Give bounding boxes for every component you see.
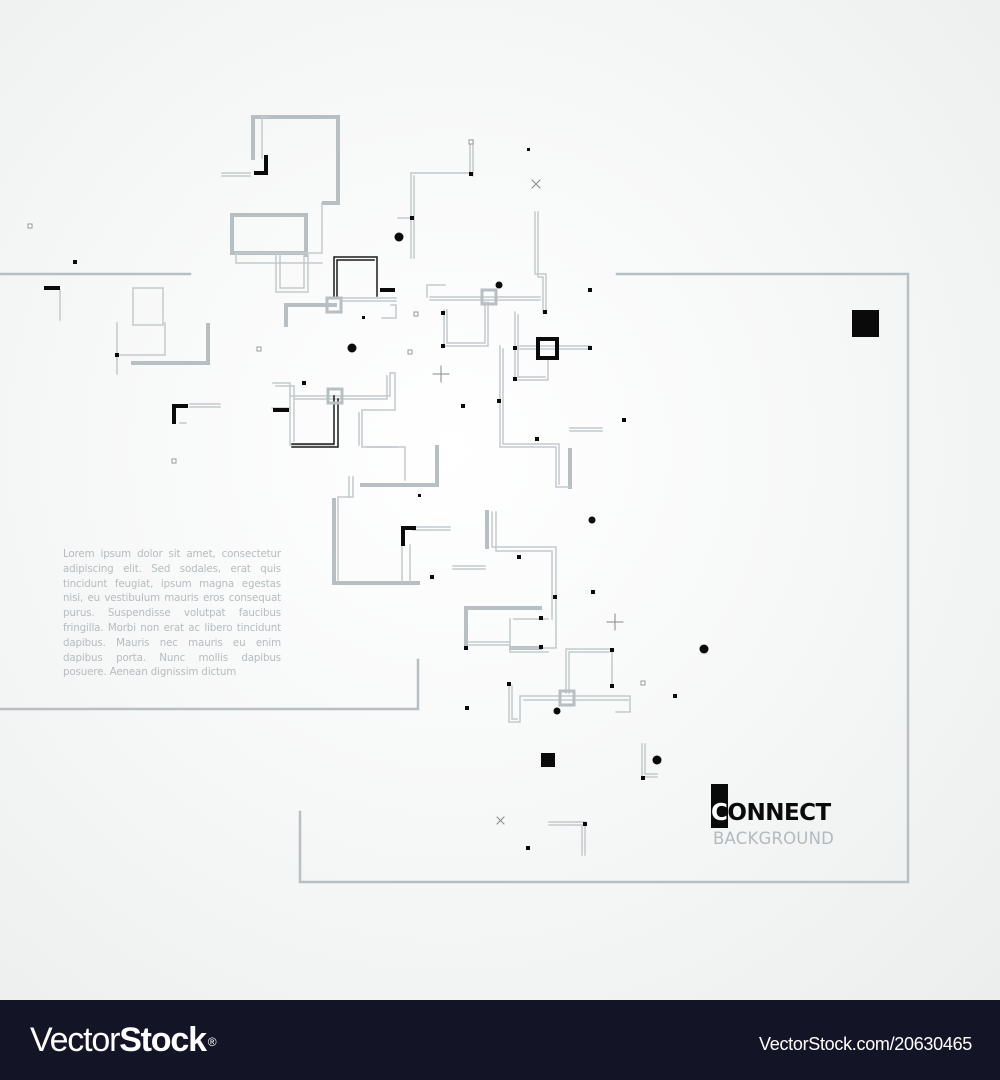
image-reference-link[interactable]: VectorStock.com/20630465 [759, 1034, 972, 1054]
lorem-ipsum-paragraph: Lorem ipsum dolor sit amet, consectetur … [63, 548, 281, 679]
frame-lines [0, 272, 910, 884]
watermark-footer: VectorStock® VectorStock.com/20630465 [0, 1000, 1000, 1080]
brand-bold: Stock [119, 1021, 207, 1059]
logo-first-letter: C [711, 800, 728, 826]
logo-title-rest: ONNECT [727, 800, 831, 826]
logo-title: CONNECT [711, 799, 831, 827]
vectorstock-logo[interactable]: VectorStock® [30, 1020, 217, 1060]
circuit-lines-graphic [0, 115, 910, 884]
brand-light: Vector [30, 1021, 120, 1059]
logo-subtitle: BACKGROUND [713, 829, 835, 848]
artwork-canvas: Lorem ipsum dolor sit amet, consectetur … [0, 0, 1000, 1000]
logo-black-bar [711, 784, 728, 828]
registered-mark-icon: ® [207, 1035, 217, 1049]
